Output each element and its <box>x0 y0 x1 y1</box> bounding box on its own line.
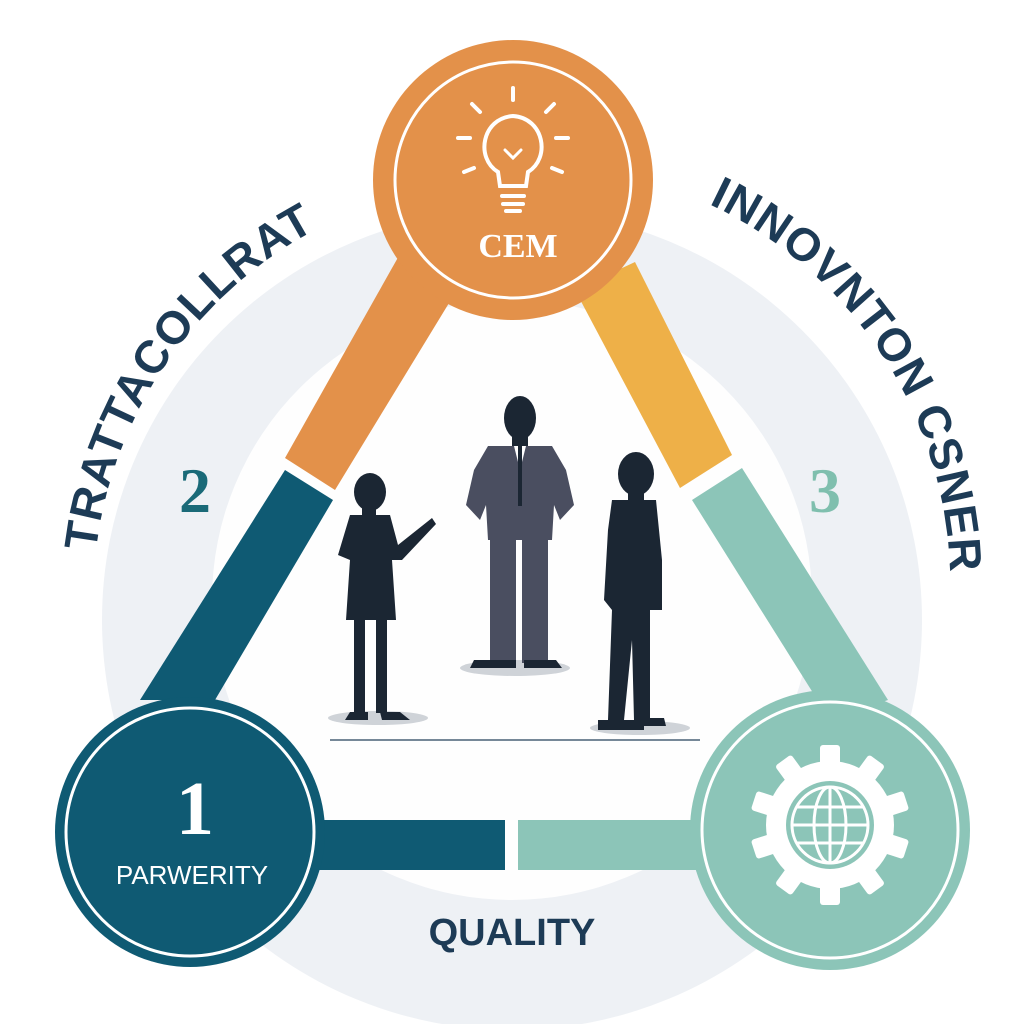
lightbulb-icon <box>456 86 570 213</box>
bar-top-right <box>575 262 732 488</box>
gear-globe-icon <box>751 745 909 905</box>
bar-right <box>692 468 888 720</box>
bar-left <box>140 470 333 700</box>
top-node-label: CEM <box>478 228 557 265</box>
bar-top-left <box>285 245 460 490</box>
person-woman <box>338 473 436 720</box>
side-number-3: 3 <box>809 455 841 526</box>
person-center <box>466 396 574 668</box>
side-number-2: 2 <box>179 455 211 526</box>
left-node-number: 1 <box>176 767 214 851</box>
top-node: CEM <box>373 40 653 320</box>
left-node-label: PARWERITY <box>116 860 268 890</box>
bottom-label: QUALITY <box>429 912 596 954</box>
left-node: 1 PARWERITY <box>55 697 325 967</box>
people-silhouettes <box>328 396 690 735</box>
right-node <box>690 690 970 970</box>
bar-bottom-left <box>300 820 505 870</box>
person-right <box>598 452 666 730</box>
